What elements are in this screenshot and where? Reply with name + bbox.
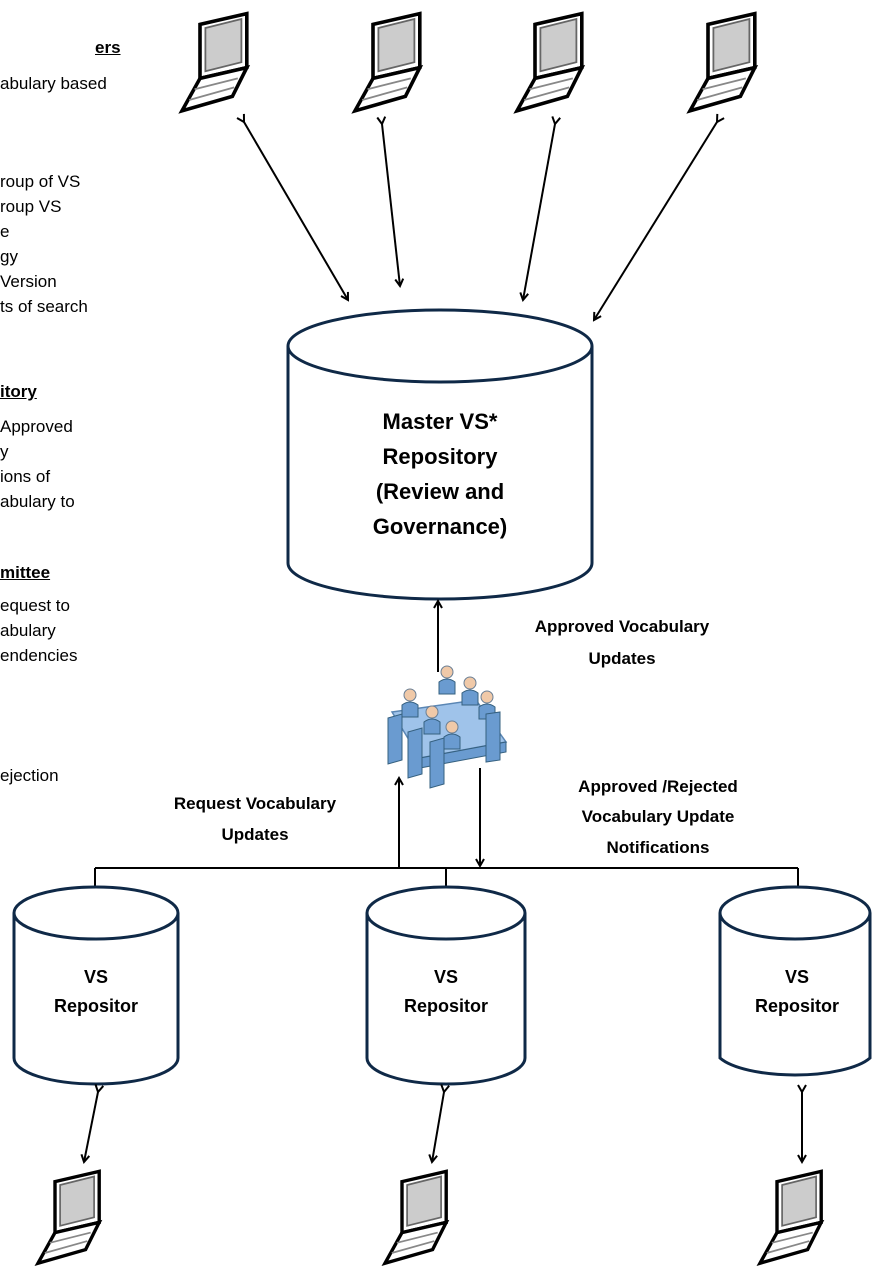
approved-updates-label: Approved Vocabulary bbox=[535, 617, 710, 636]
local-repo-label: Repositor bbox=[404, 996, 488, 1016]
section-heading-repository: itory bbox=[0, 382, 37, 401]
notification-line: ejection bbox=[0, 766, 59, 785]
request-updates-label: Updates bbox=[221, 825, 288, 844]
notifications-label: Notifications bbox=[607, 838, 710, 857]
local-repository bbox=[12, 885, 180, 1086]
committee-line: endencies bbox=[0, 646, 78, 665]
committee-line: equest to bbox=[0, 596, 70, 615]
local-repo-label: VS bbox=[84, 967, 108, 987]
approved-updates-label: Updates bbox=[588, 649, 655, 668]
master-title-line: Governance) bbox=[373, 514, 508, 539]
repository-line: ions of bbox=[0, 467, 51, 486]
committee-line: abulary bbox=[0, 621, 56, 640]
laptop-icon bbox=[758, 1169, 823, 1265]
master-title-line: (Review and bbox=[376, 479, 504, 504]
committee-meeting-icon bbox=[387, 665, 508, 789]
notifications-label: Approved /Rejected bbox=[578, 777, 738, 796]
local-repo-label: VS bbox=[434, 967, 458, 987]
request-updates-label: Request Vocabulary bbox=[174, 794, 337, 813]
bottom-arrows bbox=[84, 1092, 802, 1162]
features-line: ts of search bbox=[0, 297, 88, 316]
local-repo-label: Repositor bbox=[54, 996, 138, 1016]
local-repo-label: VS bbox=[785, 967, 809, 987]
features-line: roup VS bbox=[0, 197, 62, 216]
laptop-icon bbox=[180, 11, 249, 113]
local-repository bbox=[365, 885, 527, 1086]
features-line: roup of VS bbox=[0, 172, 81, 191]
repository-line: abulary to bbox=[0, 492, 75, 511]
laptop-icon bbox=[36, 1169, 101, 1265]
laptop-icon bbox=[688, 11, 757, 113]
notifications-label: Vocabulary Update bbox=[582, 807, 735, 826]
local-repository bbox=[718, 885, 872, 1077]
features-line: Version bbox=[0, 272, 57, 291]
users-line: abulary based bbox=[0, 74, 107, 93]
master-title-line: Repository bbox=[383, 444, 499, 469]
laptop-icon bbox=[353, 11, 422, 113]
features-line: gy bbox=[0, 247, 18, 266]
master-title-line: Master VS* bbox=[383, 409, 498, 434]
master-repository bbox=[286, 308, 594, 601]
features-line: e bbox=[0, 222, 10, 241]
laptop-icon bbox=[515, 11, 584, 113]
laptop-icon bbox=[383, 1169, 448, 1265]
section-heading-committee: mittee bbox=[0, 563, 51, 582]
local-repo-label: Repositor bbox=[755, 996, 839, 1016]
repository-line: Approved bbox=[0, 417, 73, 436]
repository-line: y bbox=[0, 442, 9, 461]
section-heading-users: ers bbox=[95, 38, 121, 57]
top-arrows bbox=[244, 122, 717, 320]
